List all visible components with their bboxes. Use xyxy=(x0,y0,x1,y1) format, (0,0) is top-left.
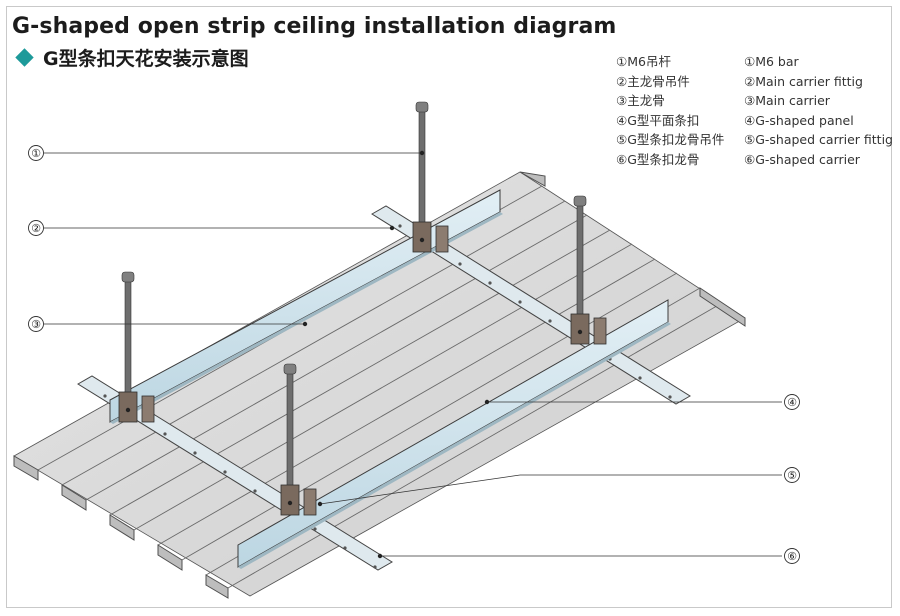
diagram-title: G-shaped open strip ceiling installation… xyxy=(12,14,617,39)
panel-front-folds xyxy=(13,171,746,599)
callout-4: ④ xyxy=(784,394,800,410)
callout-6: ⑥ xyxy=(784,548,800,564)
main-carrier-fitting xyxy=(412,221,449,253)
leader-lines xyxy=(44,152,782,557)
ceiling-panels xyxy=(13,171,746,599)
legend-cn-item: ③主龙骨 xyxy=(616,93,665,109)
callout-label: ⑥ xyxy=(787,550,797,563)
m6-rod xyxy=(573,195,587,335)
callout-label: ⑤ xyxy=(787,469,797,482)
legend-en-item: ①M6 bar xyxy=(744,54,799,69)
legend-en-item: ⑥G-shaped carrier xyxy=(744,151,860,167)
legend-cn-item: ①M6吊杆 xyxy=(616,54,671,69)
callout-3: ③ xyxy=(28,316,44,332)
callouts: ① ② ③ ④ ⑤ ⑥ xyxy=(28,145,800,564)
legend-en-item: ②Main carrier fittig xyxy=(744,73,863,89)
legend-chinese: ①M6吊杆 ②主龙骨吊件 ③主龙骨 ④G型平面条扣 ⑤G型条扣龙骨吊件 ⑥G型条… xyxy=(616,52,724,170)
callout-2: ② xyxy=(28,220,44,236)
leader-dots xyxy=(302,150,490,559)
g-carrier-fitting xyxy=(280,484,317,516)
subtitle-text: G型条扣天花安装示意图 xyxy=(43,48,249,70)
legend-cn-item: ⑥G型条扣龙骨 xyxy=(616,151,700,167)
main-carrier-fitting xyxy=(570,313,607,345)
legend-cn-item: ②主龙骨吊件 xyxy=(616,73,690,89)
legend-en-item: ⑤G-shaped carrier fittig xyxy=(744,132,893,148)
callout-label: ① xyxy=(31,147,41,160)
hangers xyxy=(118,221,607,516)
legend-en-item: ③Main carrier xyxy=(744,93,830,109)
callout-label: ② xyxy=(31,222,41,235)
callout-5: ⑤ xyxy=(784,467,800,483)
legend-en-item: ④G-shaped panel xyxy=(744,112,854,128)
m6-rod xyxy=(121,271,135,406)
legend-english: ①M6 bar ②Main carrier fittig ③Main carri… xyxy=(744,52,893,170)
diagram-frame xyxy=(6,6,892,608)
callout-label: ④ xyxy=(787,396,797,409)
main-carriers xyxy=(109,189,671,569)
callout-1: ① xyxy=(28,145,44,161)
diagram-subtitle: G型条扣天花安装示意图 xyxy=(14,44,249,71)
legend-cn-item: ⑤G型条扣龙骨吊件 xyxy=(616,132,725,148)
callout-label: ③ xyxy=(31,318,41,331)
legend-cn-item: ④G型平面条扣 xyxy=(616,112,700,128)
main-carrier-fitting xyxy=(118,391,155,423)
m6-rods xyxy=(121,101,587,503)
